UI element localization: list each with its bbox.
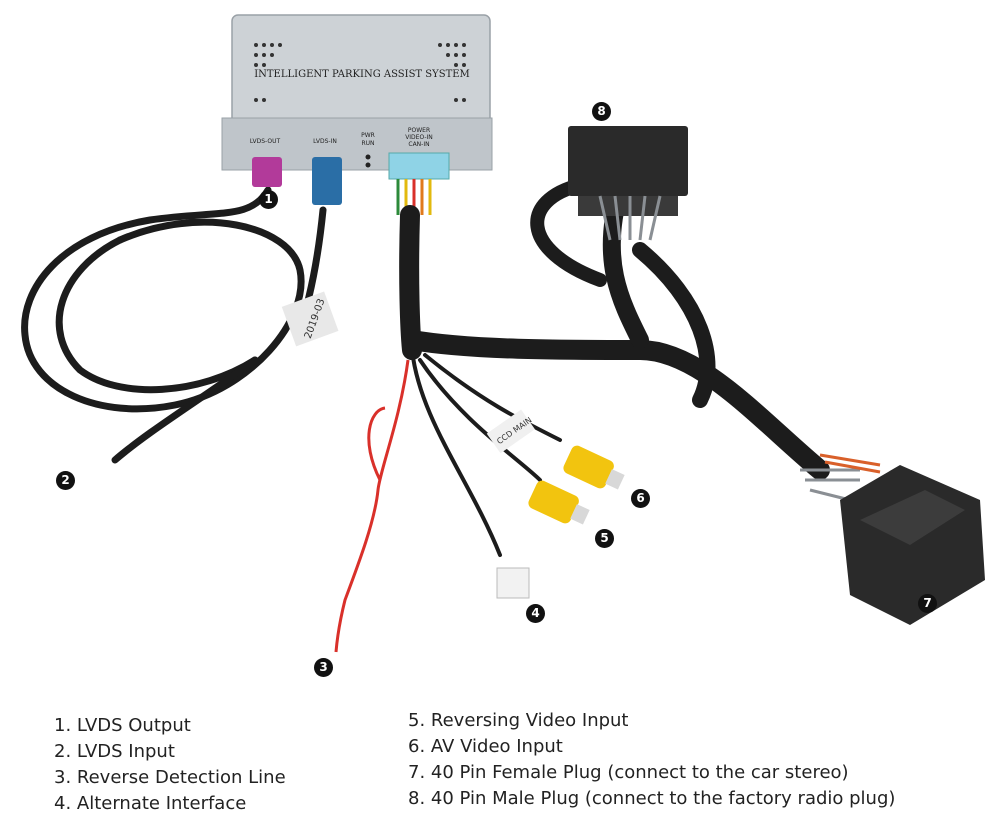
box-title: INTELLIGENT PARKING ASSIST SYSTEM [254,69,470,80]
reverse-detection-wire [334,359,410,653]
marker-3: 3 [314,658,333,677]
marker-4: 4 [526,604,545,623]
legend-left: 1. LVDS Output 2. LVDS Input 3. Reverse … [54,713,286,817]
marker-1: 1 [259,190,278,209]
legend-right: 5. Reversing Video Input 6. AV Video Inp… [408,708,895,812]
port-run-label: RUN [361,140,374,147]
male-plug [568,126,688,241]
port-can-in-label: CAN-IN [408,141,429,148]
marker-6: 6 [631,489,650,508]
legend-item-1: 1. LVDS Output [54,715,191,736]
rca-connector-av [563,445,625,490]
lvds-cable-coil [21,186,327,464]
port-lvds-in-label: LVDS-IN [313,138,337,145]
marker-5: 5 [595,529,614,548]
legend-item-5: 5. Reversing Video Input [408,710,629,731]
female-plug [800,453,985,625]
legend-item-8: 8. 40 Pin Male Plug (connect to the fact… [408,788,896,809]
power-connector [388,152,450,180]
legend-item-6: 6. AV Video Input [408,736,563,757]
port-video-in-label: VIDEO-IN [405,134,433,141]
control-box: INTELLIGENT PARKING ASSIST SYSTEM LVDS-O… [221,14,493,171]
port-lvds-out-label: LVDS-OUT [250,138,281,145]
rca-connector-reversing [528,480,590,525]
main-harness [399,178,830,480]
legend-item-7: 7. 40 Pin Female Plug (connect to the ca… [408,762,849,783]
lvds-out-connector [252,157,282,187]
product-photo: 2019-03 INTELLIGENT PARKING ASSIST SYSTE… [21,14,985,653]
legend-item-2: 2. LVDS Input [54,741,175,762]
video-cable-tag [486,409,535,454]
marker-2: 2 [56,471,75,490]
lvds-in-connector [312,157,342,205]
marker-8: 8 [592,102,611,121]
legend-item-4: 4. Alternate Interface [54,793,247,814]
alternate-interface-connector [496,567,530,599]
cable-date-tag [281,291,339,347]
port-pwr-label: PWR [361,132,375,139]
legend-item-3: 3. Reverse Detection Line [54,767,286,788]
marker-7: 7 [918,594,937,613]
port-power-label: POWER [408,127,430,134]
